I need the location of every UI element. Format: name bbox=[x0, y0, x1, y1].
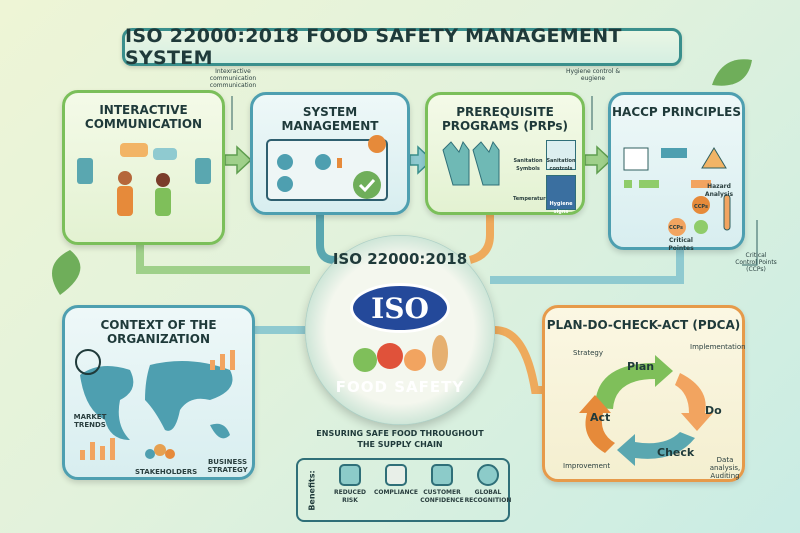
dashboard-icon bbox=[266, 135, 388, 201]
pdca-step-do: Do bbox=[705, 404, 722, 417]
clipboard-icon bbox=[385, 464, 407, 486]
tagline: ENSURING SAFE FOOD THROUGHOUT THE SUPPLY… bbox=[316, 429, 484, 449]
pdca-cycle-icon bbox=[579, 355, 713, 466]
label-ccps-2: CCPs bbox=[669, 225, 683, 231]
label-critical-points: Critical Pointes bbox=[668, 237, 694, 252]
benefit-reduced-risk: REDUCED RISK bbox=[326, 464, 374, 505]
handshake-icon bbox=[431, 464, 453, 486]
pdca-step-act: Act bbox=[590, 411, 611, 424]
flowchart-icon bbox=[623, 147, 731, 236]
annotation-hygiene: Hygiene control & eugiene bbox=[566, 68, 621, 82]
label-stakeholders: STAKEHOLDERS bbox=[135, 468, 198, 476]
benefits-panel: Benefits: REDUCED RISK COMPLIANCE CUSTOM… bbox=[296, 458, 512, 522]
label-sanitation-symbols: Sanitation Symbols bbox=[513, 158, 543, 172]
label-strategy: Strategy bbox=[573, 349, 603, 357]
shield-check-icon bbox=[339, 464, 361, 486]
label-hazard-analysis: Hazard Analysis bbox=[704, 183, 734, 198]
label-market-trends: MARKET TRENDS bbox=[73, 413, 107, 429]
benefit-customer-confidence: CUSTOMER CONFIDENCE bbox=[418, 464, 466, 505]
card-title: SYSTEM MANAGEMENT bbox=[281, 105, 379, 133]
world-map-icon bbox=[75, 349, 235, 460]
card-title: CONTEXT OF THE ORGANIZATION bbox=[100, 318, 217, 346]
emblem-bottom-text: FOOD SAFETY bbox=[335, 378, 465, 396]
label-sanitation-controls: Sanitation controls bbox=[546, 158, 576, 172]
page-title: ISO 22000:2018 FOOD SAFETY MANAGEMENT SY… bbox=[122, 25, 682, 69]
pdca-step-check: Check bbox=[657, 446, 695, 459]
label-temperature: Temperature bbox=[513, 196, 549, 202]
people-talking-icon bbox=[77, 143, 211, 216]
gloves-icon bbox=[442, 140, 500, 186]
card-title: INTERACTIVE COMMUNICATION bbox=[84, 103, 203, 131]
annotation-ccps: Critical Control Points (CCPs) bbox=[735, 252, 777, 273]
benefit-compliance: COMPLIANCE bbox=[372, 464, 420, 497]
annotation-interactive: Intexractive communication communication bbox=[209, 68, 257, 89]
iso-logo: ISO bbox=[350, 283, 450, 333]
label-data-analysis: Data analysis, Auditing bbox=[709, 456, 741, 480]
card-title: PLAN-DO-CHECK-ACT (PDCA) bbox=[546, 318, 741, 332]
card-title: PREREQUISITE PROGRAMS (PRPs) bbox=[441, 105, 569, 133]
pdca-step-plan: Plan bbox=[627, 360, 655, 373]
label-ccps-1: CCPs bbox=[694, 204, 708, 210]
label-improvement: Improvement bbox=[563, 462, 611, 470]
emblem-top-text: ISO 22000:2018 bbox=[332, 250, 468, 268]
card-context[interactable]: CONTEXT OF THE ORGANIZATION MARKET TREND… bbox=[62, 305, 255, 480]
card-haccp[interactable]: HACCP PRINCIPLES Hazard Analysis CCPs CC… bbox=[608, 92, 745, 252]
card-system-management[interactable]: SYSTEM MANAGEMENT bbox=[250, 92, 410, 215]
food-icon bbox=[353, 335, 448, 372]
card-pdca[interactable]: PLAN-DO-CHECK-ACT (PDCA) Plan Do Check A… bbox=[542, 305, 746, 482]
label-implementation: Implementation bbox=[690, 343, 746, 351]
globe-icon bbox=[477, 464, 499, 486]
benefit-global-recognition: GLOBAL RECOGNITION bbox=[464, 464, 512, 505]
label-business-strategy: BUSINESS STRATEGY bbox=[207, 458, 248, 474]
benefits-label: Benefits: bbox=[307, 470, 317, 511]
card-title: HACCP PRINCIPLES bbox=[611, 105, 741, 119]
card-interactive-communication[interactable]: INTERACTIVE COMMUNICATION bbox=[62, 90, 225, 245]
card-prps[interactable]: PREREQUISITE PROGRAMS (PRPs) Sanitation … bbox=[425, 92, 585, 215]
label-hygiene-signs: Hygiene signs bbox=[549, 201, 573, 215]
